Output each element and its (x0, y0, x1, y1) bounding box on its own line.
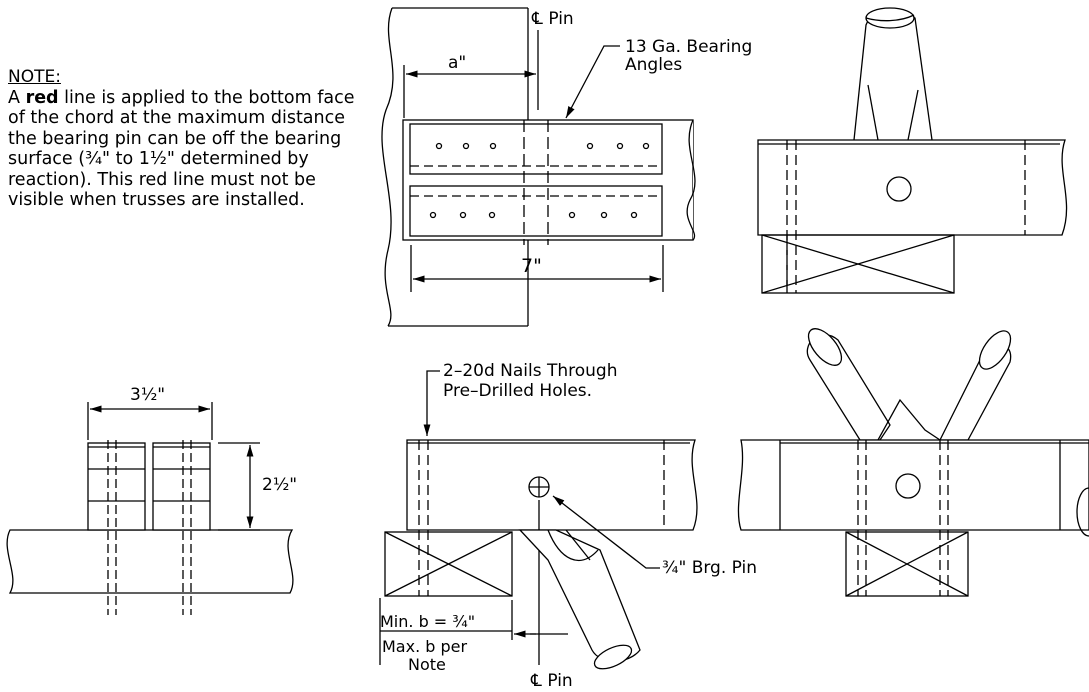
section-chord-right (152, 442, 211, 531)
section-view (6, 402, 294, 615)
label-dim-a: a" (448, 53, 466, 73)
label-nails-1: 2–20d Nails Through (443, 361, 618, 381)
bearing-angles-leader (565, 45, 620, 119)
label-min-b: Min. b = ¾" (380, 612, 475, 631)
note-body-pre: A (8, 87, 20, 108)
label-brg-pin: ¾" Brg. Pin (662, 558, 757, 578)
label-dim-width: 3½" (130, 385, 165, 405)
bc-bearing-block (384, 531, 513, 597)
br-pin (895, 473, 921, 499)
note-block: NOTE: A red line is applied to the botto… (8, 67, 368, 211)
plan-chord-break (686, 119, 696, 241)
label-max-b-1: Max. b per (382, 637, 467, 656)
tr-pin (886, 176, 912, 202)
brg-pin-leader (552, 495, 660, 569)
plan-plate-top (409, 123, 663, 175)
plan-wall-left-break (381, 7, 394, 327)
note-body-emphasis: red (25, 87, 59, 108)
top-right-elevation (757, 7, 1068, 294)
plan-holes (429, 142, 650, 219)
label-pin-bottom: ℄ Pin (530, 671, 573, 691)
label-nails-2: Pre–Drilled Holes. (443, 381, 592, 401)
br-bearing-block (845, 531, 969, 597)
note-title: NOTE: (8, 67, 61, 87)
label-dim-height: 2½" (262, 475, 297, 495)
label-bearing-angles-2: Angles (625, 55, 682, 75)
label-max-b-2: Note (408, 655, 446, 674)
label-bearing-angles-1: 13 Ga. Bearing (625, 37, 752, 57)
label-dim-7: 7" (521, 255, 542, 277)
bottom-center-elevation (379, 370, 698, 670)
label-pin-top: ℄ Pin (531, 9, 574, 29)
tr-bearing-block (761, 234, 955, 294)
tr-chord (757, 139, 1068, 236)
note-body-post: line is applied to the bottom face of th… (8, 87, 355, 211)
bottom-right-elevation (737, 328, 1089, 597)
plan-view (381, 7, 696, 327)
nails-leader (423, 370, 440, 436)
plan-plate-bottom (409, 185, 663, 237)
